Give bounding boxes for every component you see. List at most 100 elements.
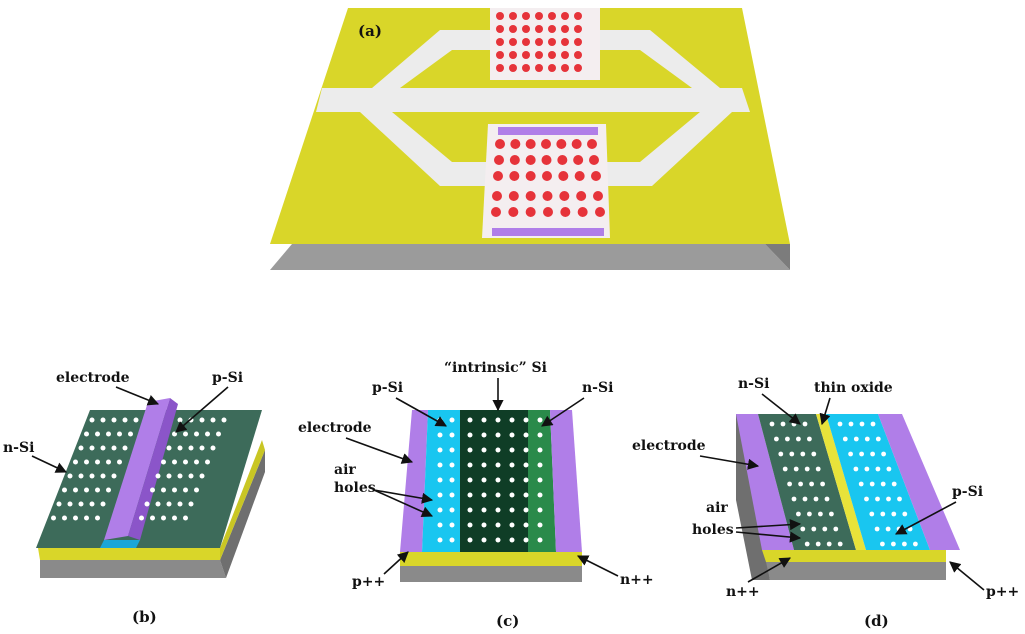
air-hole (133, 417, 139, 423)
air-hole (796, 436, 801, 442)
c-label-n-plus: n++ (620, 572, 654, 588)
d-yellow-front (762, 550, 946, 562)
air-hole (95, 487, 100, 493)
air-hole (542, 171, 552, 181)
c-label-air: air (334, 462, 356, 478)
air-hole (95, 431, 100, 437)
air-hole (574, 12, 582, 20)
c-arrow-p-si (395, 397, 447, 427)
air-hole (495, 447, 501, 453)
air-hole (548, 38, 556, 46)
air-hole (509, 447, 515, 453)
c-yellow-layer (400, 552, 582, 566)
b-electrode-side (128, 398, 178, 540)
b-yellow-layer-right (220, 440, 265, 560)
air-hole (541, 155, 552, 165)
hole-array-upper (496, 12, 582, 72)
c-arrow-n-plus (576, 555, 619, 577)
air-hole (561, 64, 569, 72)
air-hole (523, 522, 529, 528)
c-arrow-holes-1 (373, 489, 434, 504)
air-hole (495, 522, 501, 528)
air-hole (172, 487, 177, 493)
air-hole (796, 511, 801, 517)
air-hole (509, 155, 520, 165)
b-label-n-si: n-Si (3, 440, 34, 456)
air-hole (183, 515, 188, 521)
air-hole (557, 155, 568, 165)
air-hole (509, 51, 517, 59)
air-hole (449, 447, 455, 453)
air-hole (815, 541, 821, 547)
chip-side-front (270, 244, 790, 270)
air-hole (522, 64, 530, 72)
air-hole (183, 459, 188, 465)
air-hole (574, 25, 582, 33)
air-hole (509, 492, 515, 498)
air-hole (183, 487, 188, 493)
air-hole (522, 38, 530, 46)
air-hole (89, 501, 95, 507)
air-hole (807, 436, 812, 442)
panel-c-label: (c) (496, 612, 519, 630)
air-hole (571, 139, 582, 149)
air-hole (853, 436, 859, 442)
air-hole (525, 171, 536, 181)
air-hole (194, 487, 199, 493)
air-hole (172, 459, 177, 465)
panel-c: “intrinsic” Si p-Si n-Si electrode air h… (298, 360, 654, 630)
air-hole (78, 473, 84, 479)
air-hole (548, 12, 556, 20)
air-hole (111, 473, 117, 479)
air-hole (509, 477, 515, 483)
panel-a: (a) (270, 8, 790, 270)
air-hole (509, 12, 517, 20)
air-hole (177, 473, 183, 479)
air-hole (829, 511, 834, 517)
air-hole (467, 507, 473, 513)
air-hole (449, 492, 455, 498)
electrode-strip-top (498, 127, 598, 135)
air-hole (782, 466, 788, 472)
air-hole (535, 64, 543, 72)
air-hole (84, 515, 89, 521)
air-hole (493, 171, 503, 181)
air-hole (166, 473, 172, 479)
air-hole (495, 462, 501, 468)
air-hole (902, 511, 908, 517)
air-hole (449, 477, 455, 483)
air-hole (822, 526, 828, 532)
air-hole (117, 459, 122, 465)
b-yellow-layer-front (38, 548, 220, 560)
air-hole (481, 492, 487, 498)
air-hole (561, 38, 569, 46)
air-hole (494, 155, 504, 165)
c-label-n-si: n-Si (582, 380, 613, 396)
air-hole (869, 511, 875, 517)
air-hole (481, 522, 487, 528)
b-substrate-front (40, 560, 226, 578)
d-electrode-right (878, 414, 960, 550)
air-hole (837, 541, 843, 547)
waveguide-arm-upper-left (372, 30, 490, 88)
air-hole (509, 507, 515, 513)
b-label-electrode: electrode (56, 370, 130, 386)
air-hole (537, 417, 543, 423)
air-hole (913, 541, 918, 547)
air-hole (150, 515, 155, 521)
chip-side-right (765, 244, 790, 270)
air-hole (73, 459, 78, 465)
air-hole (100, 473, 106, 479)
air-hole (199, 473, 205, 479)
air-hole (89, 473, 95, 479)
air-hole (593, 191, 603, 201)
air-hole (95, 515, 100, 521)
air-hole (818, 511, 823, 517)
air-hole (84, 487, 89, 493)
air-hole (210, 417, 216, 423)
air-hole (122, 445, 128, 451)
air-hole (210, 445, 216, 451)
air-hole (449, 522, 455, 528)
air-hole (78, 501, 84, 507)
air-hole (523, 477, 529, 483)
